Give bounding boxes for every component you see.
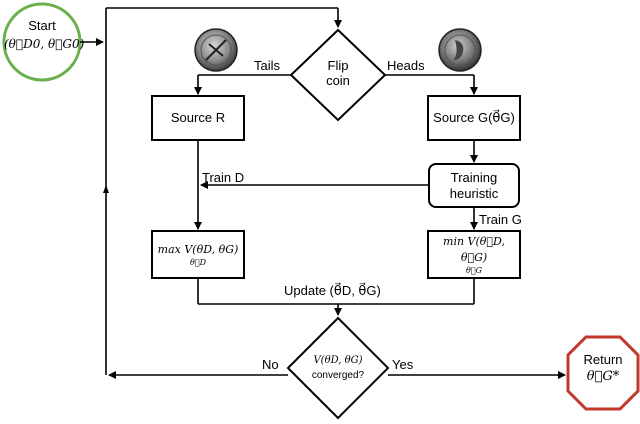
start-params: (θ⃗D0, θ⃗G0) [4, 37, 85, 51]
converge-label: V(θD, θG) converged? [298, 353, 378, 383]
start-title: Start [28, 18, 56, 33]
source-r-text: Source R [170, 110, 226, 125]
min-text: min V(θ⃗D, θ⃗G) [443, 234, 505, 264]
converge-line2: converged? [311, 370, 365, 381]
heuristic-box: Training heuristic [428, 163, 520, 208]
return-label: Return θ⃗G* [568, 352, 638, 384]
max-text: max V(θD, θG) [157, 242, 239, 256]
max-box: max V(θD, θG) θ⃗D [151, 230, 245, 279]
flip-line2: coin [326, 73, 350, 88]
min-box: min V(θ⃗D, θ⃗G) θ⃗G [427, 230, 521, 279]
converge-line1: V(θD, θG) [313, 355, 363, 366]
return-title: Return [583, 352, 623, 367]
source-g-box: Source G(θ⃗G) [427, 95, 521, 141]
flip-line1: Flip [327, 58, 349, 73]
update-label: Update (θ⃗D, θ⃗G) [284, 283, 381, 298]
converged-diamond [286, 316, 390, 420]
train-d-label: Train D [202, 170, 245, 185]
yes-label: Yes [392, 357, 414, 372]
return-node [566, 335, 640, 411]
heuristic-line1: Training [450, 169, 498, 185]
flip-coin-diamond [289, 28, 387, 122]
min-subscript: θ⃗G [465, 265, 482, 275]
max-subscript: θ⃗D [189, 257, 207, 267]
flip-label: Flip coin [303, 58, 373, 88]
train-g-label: Train G [479, 212, 522, 227]
coin-heads-icon [438, 28, 482, 72]
coin-tails-icon [194, 28, 238, 72]
no-label: No [262, 357, 279, 372]
heads-label: Heads [387, 58, 425, 73]
source-g-text: Source G(θ⃗G) [433, 110, 515, 125]
heuristic-line2: heuristic [449, 185, 499, 201]
connectors [80, 7, 566, 379]
source-r-box: Source R [151, 95, 245, 141]
tails-label: Tails [254, 58, 281, 73]
return-value: θ⃗G* [586, 369, 620, 384]
start-label: Start (θ⃗D0, θ⃗G0) [4, 18, 85, 52]
